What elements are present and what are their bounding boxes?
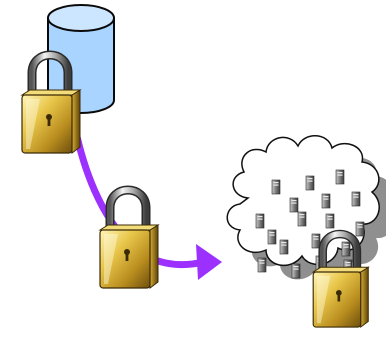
server-icon: [267, 229, 277, 245]
server-icon: [271, 179, 281, 195]
server-icon: [355, 221, 365, 237]
server-icon: [325, 213, 335, 229]
server-icon: [297, 211, 307, 227]
server-icon: [321, 193, 331, 209]
server-icon: [341, 241, 351, 257]
server-icon: [351, 191, 361, 207]
server-icon: [279, 239, 289, 255]
server-icon: [257, 257, 267, 273]
server-icon: [289, 197, 299, 213]
cloud-icon: [226, 135, 386, 280]
server-icon: [291, 263, 301, 279]
server-icon: [305, 175, 315, 191]
padlock-icon: [100, 190, 158, 288]
server-icon: [255, 213, 265, 229]
server-icon: [311, 233, 321, 249]
server-icon: [335, 169, 345, 185]
